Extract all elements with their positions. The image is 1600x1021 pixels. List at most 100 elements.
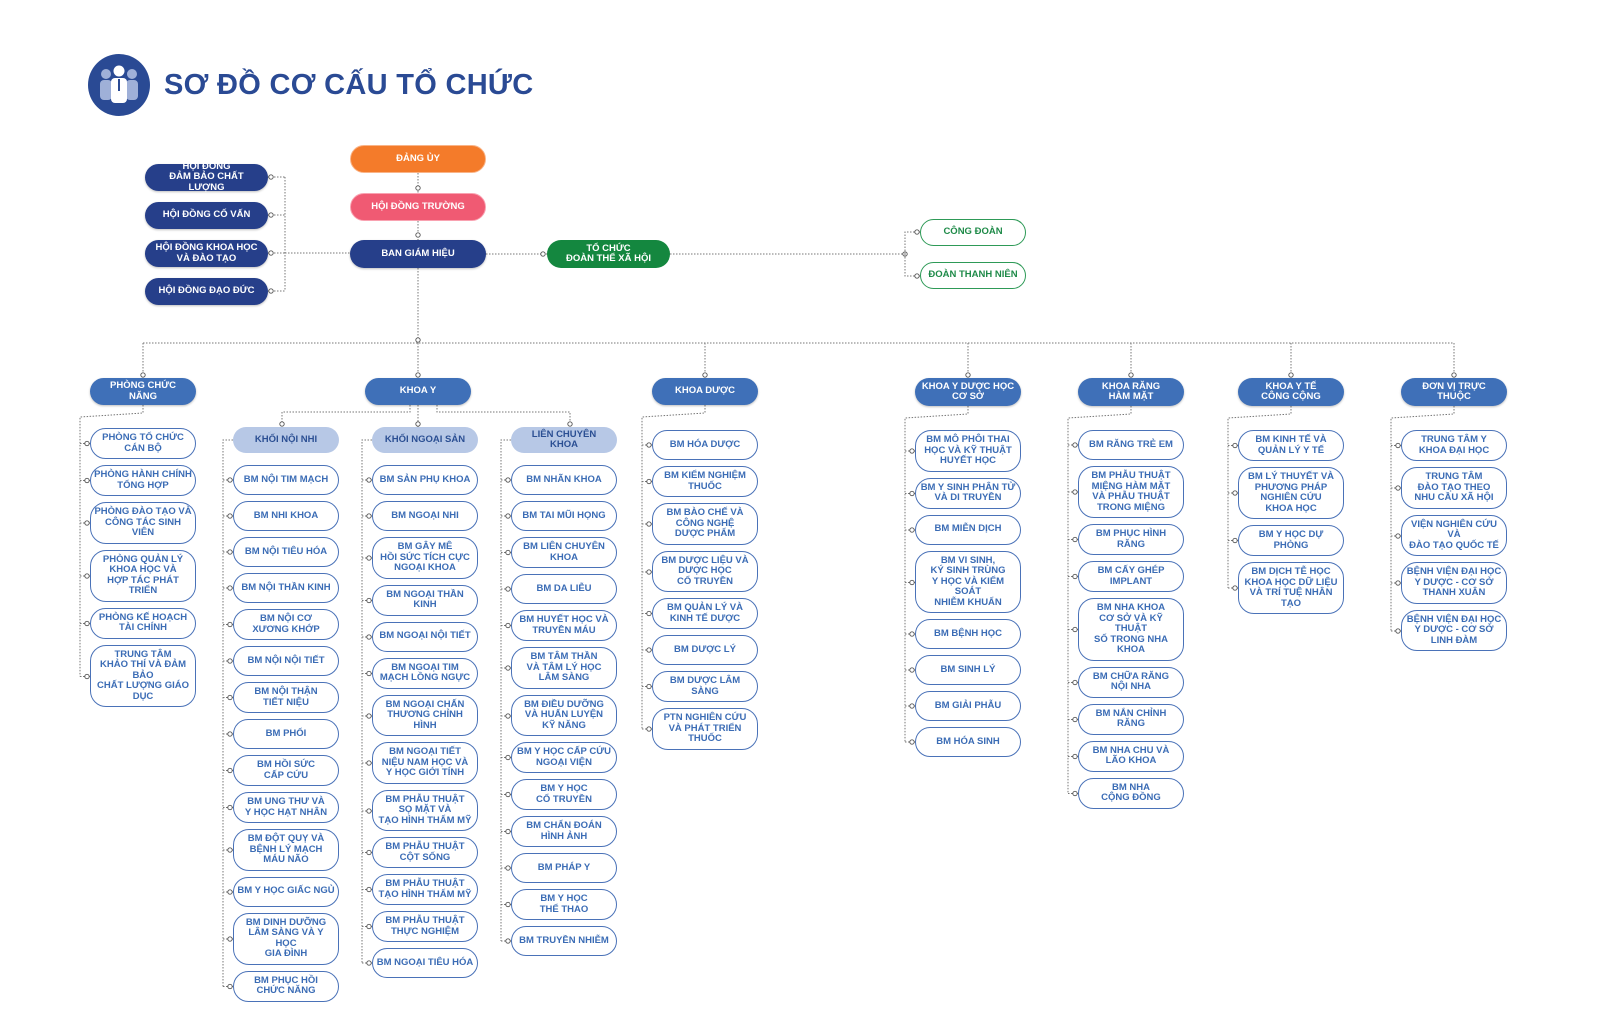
department-node[interactable]: BM LIÊN CHUYÊN KHOA <box>511 537 617 568</box>
department-node[interactable]: BM NỘI TIÊU HÓA <box>233 537 339 567</box>
department-node[interactable]: BM CHẨN ĐOÁN HÌNH ẢNH <box>511 816 617 847</box>
department-node[interactable]: BM NGOẠI TIM MẠCH LỒNG NGỰC <box>372 657 478 689</box>
unit-header-khoa-ytcc[interactable]: KHOA Y TẾ CÔNG CỘNG <box>1238 378 1344 406</box>
department-node[interactable]: BM RĂNG TRẺ EM <box>1078 430 1184 460</box>
department-node[interactable]: BM NHA CỘNG ĐỒNG <box>1078 777 1184 809</box>
department-node[interactable]: BM PHẪU THUẬT SỌ MẶT VÀ TẠO HÌNH THẨM MỸ <box>372 789 478 831</box>
department-node[interactable]: PHÒNG KẾ HOẠCH TÀI CHÍNH <box>90 607 196 639</box>
department-node[interactable]: BM HÓA DƯỢC <box>652 430 758 460</box>
department-node[interactable]: BM ĐIỀU DƯỠNG VÀ HUẤN LUYỆN KỸ NĂNG <box>511 694 617 736</box>
department-node[interactable]: BM NGOẠI CHẤN THƯƠNG CHỈNH HÌNH <box>372 694 478 736</box>
department-node[interactable]: BM NỘI TIM MẠCH <box>233 465 339 495</box>
node-to-chuc-doan-the[interactable]: TỔ CHỨC ĐOÀN THỂ XÃ HỘI <box>547 240 670 268</box>
department-node[interactable]: BM DƯỢC LÝ <box>652 635 758 665</box>
department-node[interactable]: BM PHẪU THUẬT THỰC NGHIỆM <box>372 911 478 942</box>
department-node[interactable]: BM QUẢN LÝ VÀ KINH TẾ DƯỢC <box>652 598 758 629</box>
department-node[interactable]: BỆNH VIỆN ĐẠI HỌC Y DƯỢC - CƠ SỞ LINH ĐÀ… <box>1401 609 1507 651</box>
department-node[interactable]: BM DƯỢC LIỆU VÀ DƯỢC HỌC CỔ TRUYỀN <box>652 550 758 592</box>
node-cong-doan[interactable]: CÔNG ĐOÀN <box>920 219 1026 246</box>
department-node[interactable]: TRUNG TÂM ĐÀO TẠO THEO NHU CẦU XÃ HỘI <box>1401 467 1507 509</box>
node-hoi-dong-truong[interactable]: HỘI ĐỒNG TRƯỜNG <box>350 193 486 221</box>
department-node[interactable]: BM NỘI NỘI TIẾT <box>233 646 339 676</box>
unit-header-khoi-noi-nhi[interactable]: KHỐI NỘI NHI <box>233 427 339 453</box>
council-dao-duc[interactable]: HỘI ĐỒNG ĐẠO ĐỨC <box>145 278 268 305</box>
department-node[interactable]: BM DINH DƯỠNG LÂM SÀNG VÀ Y HỌC GIA ĐÌNH <box>233 912 339 965</box>
unit-header-khoa-y[interactable]: KHOA Y <box>365 378 471 405</box>
department-node[interactable]: BM SINH LÝ <box>915 655 1021 685</box>
department-node[interactable]: BM ĐỘT QUỴ VÀ BỆNH LÝ MẠCH MÁU NÃO <box>233 829 339 871</box>
department-node[interactable]: PHÒNG QUẢN LÝ KHOA HỌC VÀ HỢP TÁC PHÁT T… <box>90 549 196 602</box>
department-node[interactable]: BM PHÁP Y <box>511 853 617 883</box>
department-node[interactable]: BM PHẪU THUẬT CỘT SỐNG <box>372 837 478 868</box>
department-node[interactable]: BM NỘI THẦN KINH <box>233 573 339 603</box>
department-node[interactable]: BM NẮN CHỈNH RĂNG <box>1078 703 1184 735</box>
department-node[interactable]: BM NHA CHU VÀ LÃO KHOA <box>1078 740 1184 772</box>
department-node[interactable]: BM BÀO CHẾ VÀ CÔNG NGHỆ DƯỢC PHẨM <box>652 503 758 545</box>
department-node[interactable]: BM Y HỌC CẤP CỨU NGOẠI VIỆN <box>511 742 617 773</box>
department-node[interactable]: BỆNH VIỆN ĐẠI HỌC Y DƯỢC - CƠ SỞ THANH X… <box>1401 562 1507 604</box>
department-node[interactable]: BM KIỂM NGHIỆM THUỐC <box>652 466 758 497</box>
department-node[interactable]: BM Y HỌC THỂ THAO <box>511 889 617 920</box>
unit-header-khoa-rhm[interactable]: KHOA RĂNG HÀM MẶT <box>1078 378 1184 406</box>
department-node[interactable]: BM PHẪU THUẬT MIỆNG HÀM MẶT VÀ PHẪU THUẬ… <box>1078 466 1184 518</box>
department-node[interactable]: BM Y HỌC DỰ PHÒNG <box>1238 525 1344 556</box>
department-node[interactable]: BM NỘI CƠ XƯƠNG KHỚP <box>233 609 339 640</box>
unit-header-lien-chuyen-khoa[interactable]: LIÊN CHUYÊN KHOA <box>511 427 617 453</box>
department-node[interactable]: BM PHỤC HỒI CHỨC NĂNG <box>233 970 339 1002</box>
department-node[interactable]: BM MÔ PHÔI THAI HỌC VÀ KỸ THUẬT HUYẾT HỌ… <box>915 430 1021 472</box>
unit-header-don-vi-truc-thuoc[interactable]: ĐƠN VỊ TRỰC THUỘC <box>1401 378 1507 406</box>
department-node[interactable]: TRUNG TÂM KHẢO THÍ VÀ ĐẢM BẢO CHẤT LƯỢNG… <box>90 644 196 707</box>
department-node[interactable]: BM NGOẠI NHI <box>372 501 478 531</box>
department-node[interactable]: BM LÝ THUYẾT VÀ PHƯƠNG PHÁP NGHIÊN CỨU K… <box>1238 467 1344 519</box>
department-node[interactable]: VIỆN NGHIÊN CỨU VÀ ĐÀO TẠO QUỐC TẾ <box>1401 514 1507 556</box>
department-node[interactable]: PHÒNG HÀNH CHÍNH TỔNG HỢP <box>90 465 196 496</box>
department-node[interactable]: BM VI SINH, KÝ SINH TRÙNG Y HỌC VÀ KIỂM … <box>915 550 1021 613</box>
council-khoa-hoc-dao-tao[interactable]: HỘI ĐỒNG KHOA HỌC VÀ ĐÀO TẠO <box>145 240 268 267</box>
department-node[interactable]: BM SẢN PHỤ KHOA <box>372 465 478 495</box>
department-node[interactable]: BM NHI KHOA <box>233 501 339 531</box>
department-node[interactable]: BM HỒI SỨC CẤP CỨU <box>233 755 339 786</box>
department-node[interactable]: BM KINH TẾ VÀ QUẢN LÝ Y TẾ <box>1238 430 1344 461</box>
department-node[interactable]: BM NHA KHOA CƠ SỞ VÀ KỸ THUẬT SỐ TRONG N… <box>1078 598 1184 661</box>
department-node[interactable]: PTN NGHIÊN CỨU VÀ PHÁT TRIỂN THUỐC <box>652 708 758 750</box>
unit-header-khoa-duoc[interactable]: KHOA DƯỢC <box>652 378 758 405</box>
department-node[interactable]: BM DƯỢC LÂM SÀNG <box>652 671 758 702</box>
department-node[interactable]: BM TÂM THẦN VÀ TÂM LÝ HỌC LÂM SÀNG <box>511 647 617 689</box>
unit-header-khoi-ngoai-san[interactable]: KHỐI NGOẠI SẢN <box>372 427 478 453</box>
department-node[interactable]: BM HÓA SINH <box>915 727 1021 757</box>
department-node[interactable]: BM CHỮA RĂNG NỘI NHA <box>1078 666 1184 698</box>
department-node[interactable]: TRUNG TÂM Y KHOA ĐẠI HỌC <box>1401 430 1507 461</box>
department-node[interactable]: BM MIỄN DỊCH <box>915 514 1021 545</box>
council-dam-bao-chat-luong[interactable]: HỘI ĐỒNG ĐẢM BẢO CHẤT LƯỢNG <box>145 161 268 193</box>
department-node[interactable]: BM NGOẠI THẦN KINH <box>372 584 478 616</box>
node-ban-giam-hieu[interactable]: BAN GIÁM HIỆU <box>350 240 486 268</box>
department-node[interactable]: BM NGOẠI TIẾT NIỆU NAM HỌC VÀ Y HỌC GIỚI… <box>372 742 478 784</box>
department-node[interactable]: BM NỘI THẬN TIẾT NIỆU <box>233 682 339 713</box>
department-node[interactable]: BM NGOẠI NỘI TIẾT <box>372 621 478 652</box>
department-node[interactable]: BM HUYẾT HỌC VÀ TRUYỀN MÁU <box>511 610 617 641</box>
department-node[interactable]: BM TRUYỀN NHIỄM <box>511 926 617 956</box>
council-co-van[interactable]: HỘI ĐỒNG CỐ VẤN <box>145 202 268 229</box>
department-node[interactable]: BM GIẢI PHẪU <box>915 691 1021 721</box>
department-node[interactable]: BM PHỤC HÌNH RĂNG <box>1078 524 1184 555</box>
department-node[interactable]: BM CẤY GHÉP IMPLANT <box>1078 561 1184 592</box>
unit-header-khoa-ydhcs[interactable]: KHOA Y DƯỢC HỌC CƠ SỞ <box>915 378 1021 406</box>
department-node[interactable]: BM BỆNH HỌC <box>915 619 1021 649</box>
department-node[interactable]: BM Y HỌC GIẤC NGỦ <box>233 876 339 907</box>
department-node[interactable]: BM UNG THƯ VÀ Y HỌC HẠT NHÂN <box>233 792 339 823</box>
department-node[interactable]: PHÒNG TỔ CHỨC CÁN BỘ <box>90 428 196 459</box>
department-node[interactable]: BM NGOẠI TIÊU HÓA <box>372 948 478 978</box>
department-node[interactable]: BM DA LIỄU <box>511 574 617 604</box>
department-node[interactable]: BM DỊCH TỄ HỌC KHOA HỌC DỮ LIỆU VÀ TRÍ T… <box>1238 562 1344 614</box>
unit-header-phong-chuc-nang[interactable]: PHÒNG CHỨC NĂNG <box>90 378 196 405</box>
node-dang-uy[interactable]: ĐẢNG ỦY <box>350 145 486 173</box>
department-node[interactable]: BM PHẪU THUẬT TẠO HÌNH THẨM MỸ <box>372 874 478 905</box>
node-doan-thanh-nien[interactable]: ĐOÀN THANH NIÊN <box>920 262 1026 289</box>
department-node[interactable]: BM NHÃN KHOA <box>511 465 617 495</box>
department-node[interactable]: BM GÂY MÊ HỒI SỨC TÍCH CỰC NGOẠI KHOA <box>372 537 478 579</box>
department-node[interactable]: PHÒNG ĐÀO TẠO VÀ CÔNG TÁC SINH VIÊN <box>90 502 196 544</box>
department-node[interactable]: BM Y SINH PHÂN TỬ VÀ DI TRUYỀN <box>915 477 1021 509</box>
department-node[interactable]: BM Y HỌC CỔ TRUYỀN <box>511 779 617 810</box>
department-node[interactable]: BM PHỔI <box>233 719 339 749</box>
department-node[interactable]: BM TAI MŨI HỌNG <box>511 501 617 531</box>
